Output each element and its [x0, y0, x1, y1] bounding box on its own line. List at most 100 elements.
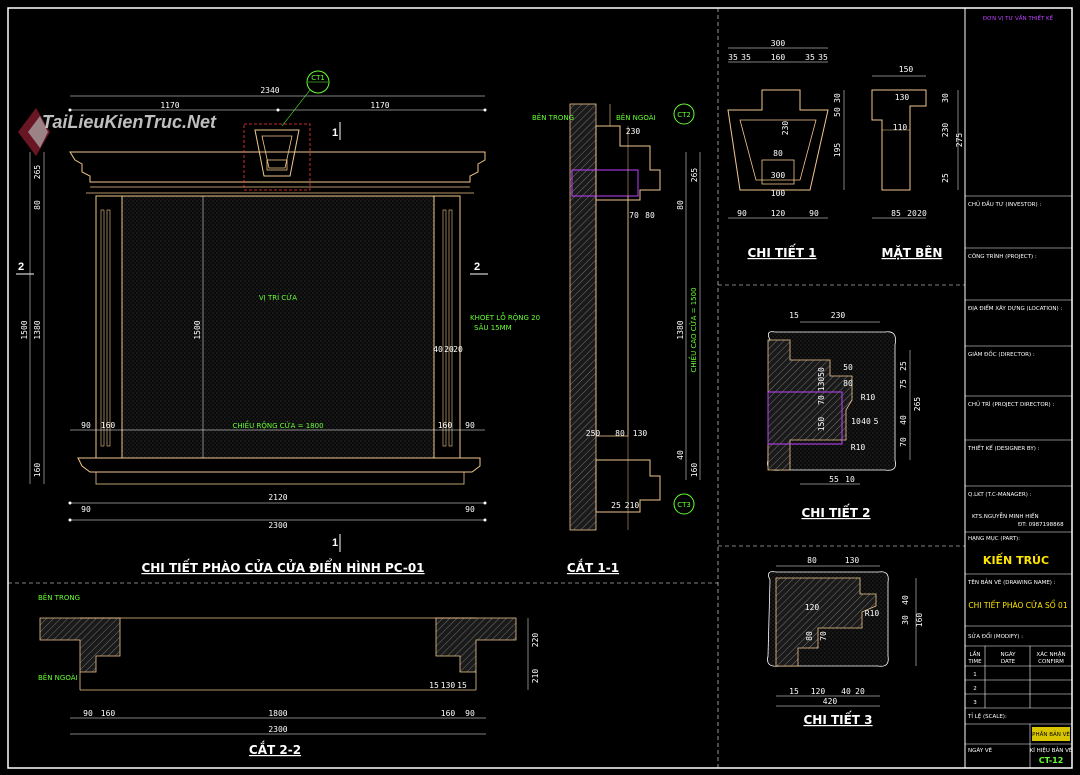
d1-dim-50: 50: [833, 107, 842, 117]
elev-dim-groove-20a: 20: [444, 345, 454, 354]
d2-dim-40b: 40: [899, 415, 908, 425]
elev-dim-bottom-2300: 2300: [268, 521, 287, 530]
sv-dim-130: 130: [895, 93, 910, 102]
tb-project: CÔNG TRÌNH (PROJECT) :: [968, 253, 1037, 260]
d1-dim-90b: 90: [809, 209, 819, 218]
sv-dim-110: 110: [893, 123, 908, 132]
d2-dim-10a: 10: [851, 417, 861, 426]
title-block: ĐƠN VỊ TƯ VẤN THIẾT KẾ CHỦ ĐẦU TƯ (INVES…: [965, 14, 1073, 768]
tb-sheet-label: KÍ HIỆU BẢN VẼ: [1030, 746, 1073, 754]
sec11-dim-80v: 80: [676, 200, 685, 210]
d3-dim-40b: 40: [901, 595, 910, 605]
tb-rev-h4: TIME: [967, 659, 982, 665]
sv-dim-150: 150: [899, 65, 914, 74]
sec22-dim-2300: 2300: [268, 725, 287, 734]
d2-dim-70a: 70: [817, 395, 826, 405]
d2-dim-150: 150: [817, 417, 826, 432]
sec22-dim-90-r: 90: [465, 709, 475, 718]
d1-dim-230: 230: [781, 121, 790, 136]
d3-dim-20: 20: [855, 687, 865, 696]
sec11-dim-80b: 80: [615, 429, 625, 438]
sv-dim-230: 230: [941, 123, 950, 138]
detail3-title: CHI TIẾT 3: [803, 711, 872, 727]
tb-location: ĐỊA ĐIỂM XÂY DỰNG (LOCATION) :: [968, 304, 1062, 312]
sv-dim-20a: 20: [907, 209, 917, 218]
tb-rev-row-3: 3: [973, 700, 977, 706]
elev-dim-bottom-90-r: 90: [465, 505, 475, 514]
elev-label-width: CHIỀU RỘNG CỬA = 1800: [232, 420, 323, 430]
elev-label-opening: VỊ TRÍ CỬA: [259, 293, 297, 302]
tb-manager-phone: ĐT: 0987198868: [1018, 522, 1064, 528]
elev-dim-bottom-2120: 2120: [268, 493, 287, 502]
d1-dim-35c: 35: [805, 53, 815, 62]
sec11-dim-80: 80: [645, 211, 655, 220]
tb-rev-row-1: 1: [973, 672, 977, 678]
d2-dim-80: 80: [843, 379, 853, 388]
tb-manager-name: KTS.NGUYỄN MINH HIẾN: [972, 512, 1039, 520]
sec22-dim-160-r: 160: [441, 709, 456, 718]
sv-dim-275: 275: [955, 133, 964, 148]
d2-dim-50a: 50: [843, 363, 853, 372]
elev-dim-inner-90-l: 90: [81, 421, 91, 430]
sec11-dim-25: 25: [611, 501, 621, 510]
side-view: 150 130 110 85 20 20 230 275 30 25 MẶT B…: [871, 65, 964, 260]
elevation-title: CHI TIẾT PHÀO CỬA CỬA ĐIỂN HÌNH PC-01: [141, 558, 424, 575]
elev-dim-bottom-90-l: 90: [81, 505, 91, 514]
sec22-dim-1800: 1800: [268, 709, 287, 718]
elev-label-groove: KHOÉT LỖ RỘNG 20: [470, 312, 540, 322]
d1-dim-120: 120: [771, 209, 786, 218]
tb-sheet-no: CT-12: [1039, 756, 1064, 765]
elev-dim-groove-20b: 20: [453, 345, 463, 354]
elev-dim-inner-160-r: 160: [438, 421, 453, 430]
tb-designer: THIẾT KẾ (DESIGNER BY) :: [967, 444, 1040, 452]
tb-rev-h6: CONFIRM: [1038, 659, 1064, 665]
sec22-dim-210: 210: [531, 669, 540, 684]
tb-project-director: CHỦ TRÌ (PROJECT DIRECTOR) :: [968, 400, 1054, 408]
sec11-vertical-label: CHIỀU CAO CỬA = 1500: [688, 287, 698, 372]
d3-dim-15: 15: [789, 687, 799, 696]
sec22-dim-160-l: 160: [101, 709, 116, 718]
tb-consultant: ĐƠN VỊ TƯ VẤN THIẾT KẾ: [983, 14, 1054, 22]
d2-dim-15: 15: [789, 311, 799, 320]
sec11-dim-230: 230: [626, 127, 641, 136]
sec11-label-out: BÊN NGOÀI: [616, 113, 656, 122]
d1-dim-300b: 300: [771, 171, 786, 180]
d2-dim-r10b: R10: [851, 443, 866, 452]
detail2-title: CHI TIẾT 2: [801, 504, 870, 520]
d2-dim-230: 230: [831, 311, 846, 320]
detail-3: 80 130 120 80 70 15 120 40 20 420 40 30 …: [767, 556, 924, 727]
d1-dim-160: 160: [771, 53, 786, 62]
elev-dim-1170-right: 1170: [370, 101, 389, 110]
sec11-callout-ct2: CT2: [677, 111, 691, 119]
d1-dim-80: 80: [773, 149, 783, 158]
d2-dim-55: 55: [829, 475, 839, 484]
sec11-callout-ct3: CT3: [677, 501, 691, 509]
d3-dim-120b: 120: [811, 687, 826, 696]
detail1-title: CHI TIẾT 1: [747, 244, 816, 260]
sv-dim-30: 30: [941, 93, 950, 103]
sec11-label-in: BÊN TRONG: [532, 113, 574, 122]
sv-dim-20b: 20: [917, 209, 927, 218]
detail-1: 300 35 35 160 35 35 80 300 100 90 120 90…: [727, 39, 845, 260]
elev-dim-1170-left: 1170: [160, 101, 179, 110]
elev-dim-160: 160: [33, 463, 42, 478]
sec22-dim-15a: 15: [429, 681, 439, 690]
detail-2: 15 230 50 80 50 70 130 10 40 5 150 55 10…: [767, 311, 922, 520]
elev-label-groove2: SÂU 15MM: [474, 323, 512, 332]
elev-dim-80: 80: [33, 200, 42, 210]
sec11-dim-250: 250: [586, 429, 601, 438]
elev-dim-inner-160-l: 160: [101, 421, 116, 430]
tb-rev-row-2: 2: [973, 686, 977, 692]
d1-dim-30: 30: [833, 93, 842, 103]
sec11-dim-1380: 1380: [676, 320, 685, 339]
d3-dim-160: 160: [915, 613, 924, 628]
sec22-label-in: BÊN TRONG: [38, 593, 80, 602]
tb-date-label: NGÀY VẼ: [968, 747, 993, 754]
callout-ct1: CT1: [311, 74, 325, 82]
tb-rev-h3: XÁC NHẬN: [1036, 651, 1065, 658]
tb-rev-h2: NGÀY: [1000, 651, 1016, 658]
sec11-dim-265: 265: [690, 168, 699, 183]
sec22-dim-15b: 15: [457, 681, 467, 690]
d3-dim-80b: 80: [805, 631, 814, 641]
elev-dim-1500: 1500: [20, 320, 29, 339]
